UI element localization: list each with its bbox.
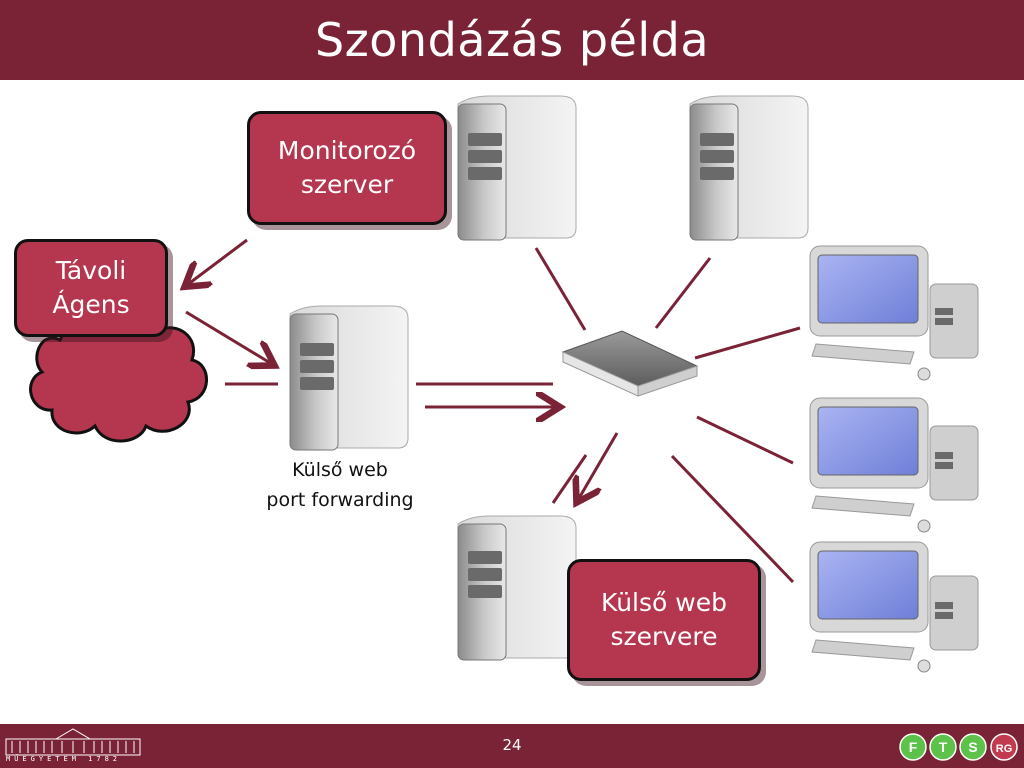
monitoring-server-line-1: Monitorozó [277,136,417,165]
link-switch-webserver [551,454,588,504]
desktop-pc-1-icon [809,245,979,381]
arrow-switch-to-webserver [578,432,619,500]
desktop-pc-3-icon [809,541,979,673]
network-switch [561,330,699,397]
port-forwarding-line-1: Külső web [292,459,388,481]
link-pc2-switch [696,415,794,465]
arrow-agent-to-forwarder [185,310,272,364]
external-web-server-line-2: szervere [610,622,718,651]
university-building-logo [5,728,141,756]
monitoring-server-label: Monitorozó szerver [247,111,447,225]
request-arrows [185,238,619,500]
link-pc3-switch [670,454,795,584]
server-forwarder-icon [289,305,409,451]
link-pc1-switch [694,326,801,360]
remote-agent-label: Távoli Ágens [14,239,168,337]
title-bar: Szondázás példa [0,0,1024,80]
connection-lines [225,247,801,584]
university-logo-text: MŰEGYETEM 1782 [6,755,122,763]
slide-title: Szondázás példa [314,13,710,67]
remote-agent-line-1: Távoli [55,256,127,285]
server-monitoring-icon [457,95,577,241]
link-server-right-switch [654,257,712,329]
page-number: 24 [502,736,522,754]
fts-letter-rg: RG [996,743,1013,755]
desktop-pc-2-icon [809,397,979,533]
external-web-server-line-1: Külső web [601,588,727,617]
monitoring-server-line-2: szerver [300,170,394,199]
port-forwarding-line-2: port forwarding [266,489,414,511]
fts-group-logo: F T S RG [899,733,1018,761]
server-right-icon [689,95,809,241]
footer-bar: MŰEGYETEM 1782 24 F T S RG [0,724,1024,768]
fts-letter-t: T [939,739,948,755]
server-web-icon [457,515,577,661]
fts-letter-s: S [968,739,977,755]
port-forwarding-caption: Külső web port forwarding [240,455,440,515]
fts-letter-f: F [909,739,918,755]
external-web-server-label: Külső web szervere [567,559,761,681]
link-server-top-switch [534,247,587,331]
remote-agent-line-2: Ágens [52,290,130,319]
arrow-monitor-to-agent [187,238,248,285]
